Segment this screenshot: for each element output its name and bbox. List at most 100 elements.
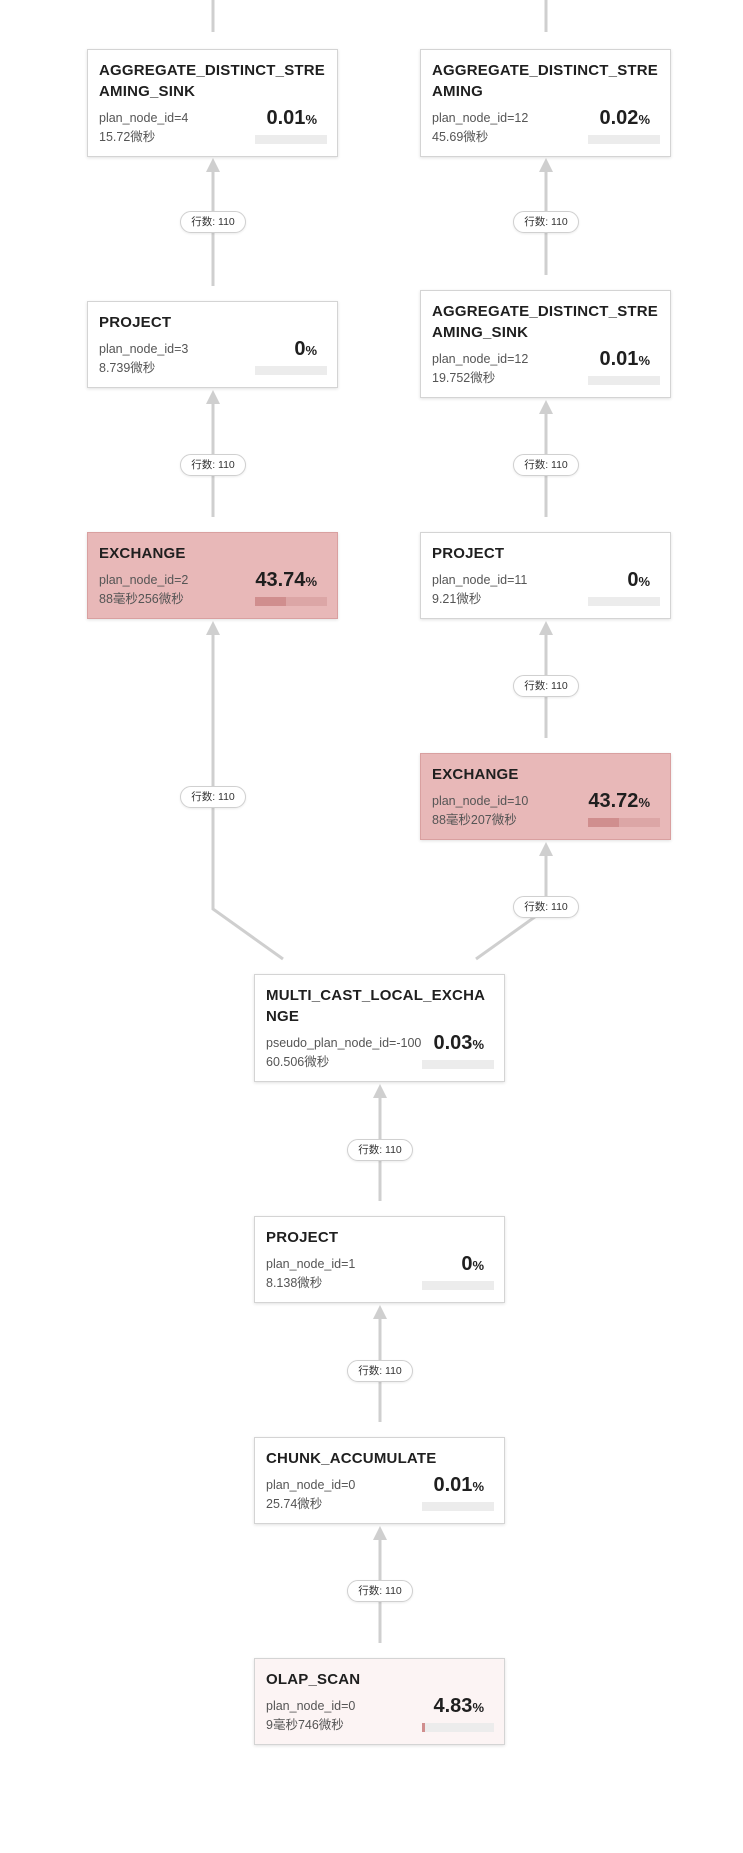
node-time: 88毫秒207微秒: [432, 813, 517, 827]
arrow-head-icon: [539, 842, 553, 856]
percentage-value: 0.01: [266, 107, 306, 129]
node-meta: plan_node_id=10 88毫秒207微秒: [432, 792, 528, 830]
node-meta: pseudo_plan_node_id=-100 60.506微秒: [266, 1034, 421, 1072]
percentage-unit: %: [638, 112, 650, 127]
time-percentage: 0.01%: [267, 107, 318, 130]
arrow-head-icon: [539, 158, 553, 172]
node-title: MULTI_CAST_LOCAL_EXCHANGE: [266, 987, 486, 1025]
percentage-unit: %: [305, 343, 317, 358]
node-time: 60.506微秒: [266, 1055, 330, 1069]
arrow-head-icon: [206, 390, 220, 404]
node-title: OLAP_SCAN: [266, 1671, 361, 1688]
row-count-badge: 行数: 110: [513, 211, 579, 233]
operator-node-proj11[interactable]: PROJECT plan_node_id=11 9.21微秒 0%: [420, 532, 671, 619]
plan-node-id: plan_node_id=4: [99, 111, 189, 125]
node-title: EXCHANGE: [432, 766, 519, 783]
plan-node-id: pseudo_plan_node_id=-100: [266, 1036, 422, 1050]
percentage-value: 0.01: [599, 348, 639, 370]
node-title: AGGREGATE_DISTINCT_STREAMING: [432, 62, 659, 100]
arrow-head-icon: [539, 621, 553, 635]
time-percentage: 0%: [294, 338, 317, 361]
node-meta: plan_node_id=12 19.752微秒: [432, 350, 528, 388]
node-title: AGGREGATE_DISTINCT_STREAMING_SINK: [99, 62, 326, 100]
percentage-value: 43.74: [255, 569, 306, 591]
time-percentage: 0%: [627, 569, 650, 592]
plan-node-id: plan_node_id=11: [432, 573, 528, 587]
percentage-unit: %: [638, 353, 650, 368]
node-time: 8.739微秒: [99, 361, 156, 375]
percentage-value: 0.03: [433, 1032, 473, 1054]
time-share-bar: [588, 135, 660, 144]
node-time: 9毫秒746微秒: [266, 1718, 344, 1732]
arrow-head-icon: [373, 1084, 387, 1098]
percentage-value: 0: [461, 1253, 473, 1275]
arrow-head-icon: [373, 1526, 387, 1540]
row-count-badge: 行数: 110: [513, 896, 579, 918]
row-count-badge: 行数: 110: [513, 454, 579, 476]
percentage-unit: %: [472, 1700, 484, 1715]
percentage-value: 43.72: [588, 790, 639, 812]
node-title: PROJECT: [432, 545, 505, 562]
node-meta: plan_node_id=2 88毫秒256微秒: [99, 571, 188, 609]
node-title: AGGREGATE_DISTINCT_STREAMING_SINK: [432, 303, 659, 341]
node-meta: plan_node_id=4 15.72微秒: [99, 109, 188, 147]
node-time: 45.69微秒: [432, 130, 489, 144]
row-count-badge: 行数: 110: [180, 786, 246, 808]
plan-node-id: plan_node_id=10: [432, 794, 529, 808]
operator-node-agg12a[interactable]: AGGREGATE_DISTINCT_STREAMING plan_node_id…: [420, 49, 671, 157]
node-time: 19.752微秒: [432, 371, 496, 385]
time-percentage: 0.02%: [600, 107, 651, 130]
edge-line: [211, 634, 284, 961]
row-count-badge: 行数: 110: [180, 211, 246, 233]
operator-node-mcast[interactable]: MULTI_CAST_LOCAL_EXCHANGE pseudo_plan_nod…: [254, 974, 505, 1082]
time-share-fill: [588, 818, 620, 827]
row-count-badge: 行数: 110: [347, 1580, 413, 1602]
arrow-head-icon: [206, 158, 220, 172]
time-share-bar: [422, 1060, 494, 1069]
time-share-bar: [588, 818, 660, 827]
percentage-unit: %: [472, 1479, 484, 1494]
plan-node-id: plan_node_id=12: [432, 111, 529, 125]
time-share-bar: [422, 1281, 494, 1290]
plan-node-id: plan_node_id=3: [99, 342, 189, 356]
percentage-value: 0: [294, 338, 306, 360]
plan-node-id: plan_node_id=0: [266, 1478, 356, 1492]
node-time: 9.21微秒: [432, 592, 482, 606]
node-time: 15.72微秒: [99, 130, 156, 144]
time-percentage: 43.74%: [255, 569, 317, 592]
operator-node-agg12b[interactable]: AGGREGATE_DISTINCT_STREAMING_SINK plan_no…: [420, 290, 671, 398]
row-count-badge: 行数: 110: [347, 1360, 413, 1382]
plan-node-id: plan_node_id=12: [432, 352, 529, 366]
row-count-badge: 行数: 110: [513, 675, 579, 697]
time-share-bar: [422, 1502, 494, 1511]
time-share-fill: [255, 597, 287, 606]
percentage-unit: %: [305, 574, 317, 589]
percentage-unit: %: [305, 112, 317, 127]
row-count-badge: 行数: 110: [180, 454, 246, 476]
arrow-head-icon: [206, 621, 220, 635]
time-share-fill: [422, 1723, 426, 1732]
operator-node-agg4[interactable]: AGGREGATE_DISTINCT_STREAMING_SINK plan_no…: [87, 49, 338, 157]
arrow-head-icon: [373, 1305, 387, 1319]
time-percentage: 0%: [461, 1253, 484, 1276]
node-title: PROJECT: [266, 1229, 339, 1246]
plan-node-id: plan_node_id=2: [99, 573, 189, 587]
node-meta: plan_node_id=12 45.69微秒: [432, 109, 528, 147]
time-percentage: 43.72%: [588, 790, 650, 813]
time-share-bar: [588, 597, 660, 606]
time-percentage: 0.01%: [600, 348, 651, 371]
percentage-unit: %: [472, 1037, 484, 1052]
operator-node-exch10[interactable]: EXCHANGE plan_node_id=10 88毫秒207微秒 43.72%: [420, 753, 671, 840]
time-percentage: 0.03%: [434, 1032, 485, 1055]
time-percentage: 4.83%: [434, 1695, 485, 1718]
node-time: 88毫秒256微秒: [99, 592, 184, 606]
percentage-value: 0: [627, 569, 639, 591]
time-share-bar: [255, 597, 327, 606]
